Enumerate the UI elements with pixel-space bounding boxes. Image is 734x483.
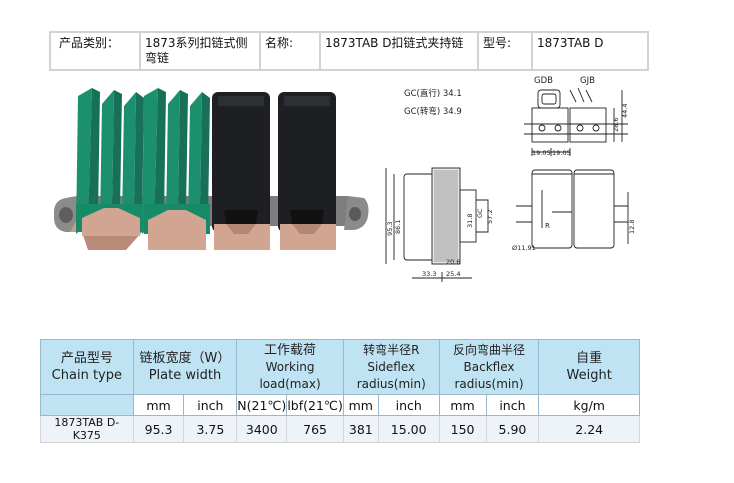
unit-cell: lbf(21℃) <box>286 394 344 416</box>
name-label: 名称: <box>259 31 321 71</box>
dim-19-05-a: 19.05 <box>532 149 551 157</box>
col-plate-width: 链板宽度（W） Plate width <box>132 339 238 395</box>
plate-width-cn: 链板宽度（W） <box>139 351 231 366</box>
row-load-n: 3400 <box>236 415 288 443</box>
category-value: 1873系列扣链式侧弯链 <box>139 31 261 71</box>
row-width-mm: 95.3 <box>132 415 185 443</box>
gdb-label: GDB <box>534 76 553 86</box>
dim-19-05-b: 19.05 <box>552 149 571 157</box>
backflex-en: Backflex radius(min) <box>454 359 524 391</box>
dim-gc: GC <box>476 208 484 218</box>
col-backflex: 反向弯曲半径 Backflex radius(min) <box>438 339 540 395</box>
working-load-cn: 工作载荷 <box>264 342 317 358</box>
row-back-mm: 150 <box>438 415 487 443</box>
dim-33-3: 33.3 <box>422 270 436 278</box>
spec-units-row: mm inch N(21℃) lbf(21℃) mm inch mm inch … <box>40 394 640 416</box>
dim-12-8: 12.8 <box>628 220 636 234</box>
weight-en: Weight <box>566 368 612 383</box>
unit-cell: mm <box>132 394 185 416</box>
row-back-inch: 5.90 <box>485 415 540 443</box>
dim-25-4: 25.4 <box>446 270 460 278</box>
row-model: 1873TAB D-K375 <box>40 415 134 443</box>
dim-86-1: 86.1 <box>394 220 402 234</box>
col-sideflex: 转弯半径R Sideflex radius(min) <box>342 339 440 395</box>
weight-cn: 自重 <box>576 351 603 366</box>
unit-cell: inch <box>183 394 238 416</box>
unit-cell: N(21℃) <box>236 394 288 416</box>
dim-57-2: 57.2 <box>486 210 494 224</box>
unit-cell: inch <box>377 394 440 416</box>
col-working-load: 工作载荷 Working load(max) <box>236 339 344 395</box>
row-weight: 2.24 <box>538 415 640 443</box>
dim-20-6: 20.6 <box>446 258 460 266</box>
sideflex-cn: 转弯半径R <box>363 342 420 357</box>
plate-width-en: Plate width <box>148 368 222 383</box>
row-side-inch: 15.00 <box>377 415 440 443</box>
chain-type-cn: 产品型号 <box>60 351 113 366</box>
unit-cell: mm <box>342 394 379 416</box>
gjb-label: GJB <box>580 76 595 86</box>
table-row: 1873TAB D-K375 95.3 3.75 3400 765 381 15… <box>40 415 640 443</box>
category-label: 产品类别： <box>49 31 141 71</box>
col-weight: 自重 Weight <box>538 339 640 395</box>
gc-turn-label: GC(转弯) 34.9 <box>404 106 462 117</box>
row-width-inch: 3.75 <box>183 415 238 443</box>
product-info-table: 产品类别： 1873系列扣链式侧弯链 名称: 1873TAB D扣链式夹持链 型… <box>49 31 649 71</box>
model-value: 1873TAB D <box>531 31 649 71</box>
working-load-en: Working load(max) <box>259 359 321 391</box>
row-load-lbf: 765 <box>286 415 344 443</box>
dim-r: R <box>545 222 550 230</box>
spec-table: 产品型号 Chain type 链板宽度（W） Plate width 工作载荷… <box>40 339 640 443</box>
units-blank <box>40 394 134 416</box>
gc-straight-label: GC(直行) 34.1 <box>404 88 462 99</box>
backflex-cn: 反向弯曲半径 <box>452 342 525 357</box>
unit-cell: inch <box>485 394 540 416</box>
dim-95-3: 95.3 <box>386 222 394 236</box>
spec-header-row: 产品型号 Chain type 链板宽度（W） Plate width 工作载荷… <box>40 339 640 395</box>
name-value: 1873TAB D扣链式夹持链 <box>319 31 479 71</box>
row-side-mm: 381 <box>342 415 379 443</box>
unit-cell: kg/m <box>538 394 640 416</box>
unit-cell: mm <box>438 394 487 416</box>
dim-11-91: Ø11.91 <box>512 244 536 252</box>
col-chain-type: 产品型号 Chain type <box>40 339 134 395</box>
dim-31-8: 31.8 <box>466 214 474 228</box>
chain-type-en: Chain type <box>51 368 122 383</box>
dim-44-4: 44.4 <box>621 104 629 118</box>
technical-drawing: GC(直行) 34.1 GC(转弯) 34.9 GDB GJB 19.05 19… <box>385 76 636 282</box>
chain-product-photo <box>54 88 369 250</box>
dim-28-6: 28.6 <box>612 118 620 132</box>
sideflex-en: Sideflex radius(min) <box>356 359 426 391</box>
model-label: 型号: <box>477 31 533 71</box>
